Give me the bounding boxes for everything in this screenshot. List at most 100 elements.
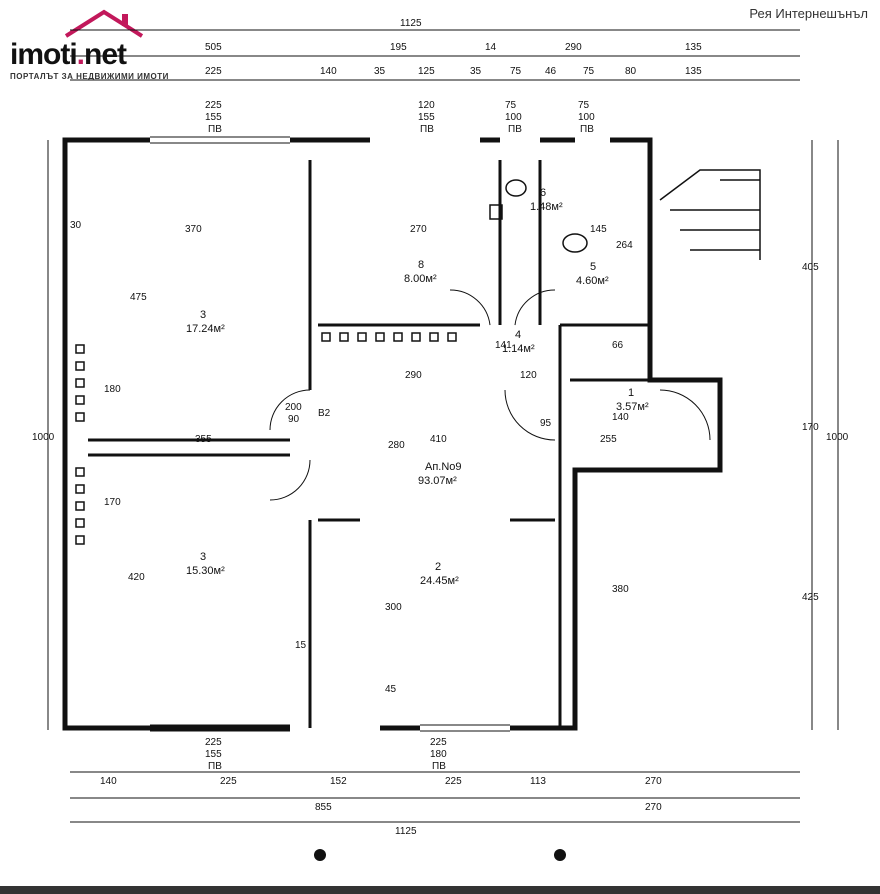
dim-int-2: 475 [130,292,147,303]
dim-bottom-total: 1125 [395,826,417,837]
apartment-label: Ап.No9 93.07м² [418,461,462,487]
dim-int-17: 264 [616,240,633,251]
svg-text:4.60м²: 4.60м² [576,275,609,287]
dim-top-3-2: 35 [374,66,386,77]
dim-top-2-2: 14 [485,42,497,53]
dim-top-3-1: 140 [320,66,337,77]
dim-bottom-1-2: 152 [330,776,347,787]
svg-text:17.24м²: 17.24м² [186,323,225,335]
dim-int-10: 300 [385,602,402,613]
svg-text:93.07м²: 93.07м² [418,475,457,487]
dim-top-3-4: 35 [470,66,482,77]
window-top-0: 225 [205,100,222,111]
room-label-5: 5 4.60м² [576,261,609,287]
room-label-8: 8 8.00м² [404,259,437,285]
dim-top-2-0: 505 [205,42,222,53]
dim-int-0: 370 [185,224,202,235]
dim-top-3-8: 80 [625,66,637,77]
bottom-bar [0,886,880,894]
dim-int-4: 355 [195,434,212,445]
room-label-6: 6 1.48м² [530,187,563,213]
dim-int-7: 290 [405,370,422,381]
svg-text:15.30м²: 15.30м² [186,565,225,577]
dim-int-14: 380 [612,584,629,595]
svg-text:24.45м²: 24.45м² [420,575,459,587]
window-top-4: 155 [418,112,435,123]
svg-text:6: 6 [540,187,546,199]
dim-int-12: 45 [385,684,397,695]
window-bottom-0: 225 [205,737,222,748]
svg-text:8.00м²: 8.00м² [404,273,437,285]
window-bottom-5: ПВ [432,761,446,772]
room-label-2: 2 24.45м² [420,561,459,587]
window-top-3: 120 [418,100,435,111]
door-label-w: 200 [285,402,302,413]
window-top-9: 75 [578,100,590,111]
dim-right-seg-2: 425 [802,592,819,603]
site-tagline: ПОРТАЛЪТ ЗА НЕДВИЖИМИ ИМОТИ [10,72,169,81]
svg-text:3: 3 [200,551,206,563]
svg-text:1.48м²: 1.48м² [530,201,563,213]
dim-bottom-1-3: 225 [445,776,462,787]
svg-text:4: 4 [515,329,521,341]
dim-int-15: 255 [600,434,617,445]
svg-text:8: 8 [418,259,424,271]
dim-int-21: 120 [520,370,537,381]
dim-top-3-6: 46 [545,66,557,77]
svg-text:5: 5 [590,261,596,273]
svg-text:2: 2 [435,561,441,573]
dim-right-total: 1000 [826,432,849,443]
punch-hole-left [314,849,326,861]
dim-bottom-1-4: 113 [530,776,546,787]
window-top-5: ПВ [420,124,434,135]
dim-top-3-5: 75 [510,66,522,77]
window-top-2: ПВ [208,124,222,135]
window-top-6: 75 [505,100,517,111]
punch-hole-right [554,849,566,861]
dim-right-seg-1: 170 [802,422,819,433]
dim-int-20: 141 [495,340,512,351]
dim-bottom-1-0: 140 [100,776,117,787]
room-label-4: 4 1.14м² [502,329,535,355]
window-top-1: 155 [205,112,222,123]
svg-text:Ап.No9: Ап.No9 [425,461,462,473]
dim-right-seg-0: 405 [802,262,819,273]
svg-text:1: 1 [628,387,634,399]
dim-int-19: 66 [612,340,624,351]
house-roof-icon [64,9,144,38]
window-top-8: ПВ [508,124,522,135]
dim-int-5: 420 [128,572,145,583]
agency-watermark: Рея Интернешънъл [749,6,868,21]
window-top-11: ПВ [580,124,594,135]
window-bottom-3: 225 [430,737,447,748]
door-label-h: 90 [288,414,300,425]
dim-bottom-1-1: 225 [220,776,237,787]
dim-int-6: 170 [104,497,121,508]
dim-top-3-3: 125 [418,66,435,77]
dim-int-13: 30 [70,220,82,231]
dim-top-total: 1125 [400,18,422,29]
window-top-7: 100 [505,112,522,123]
window-bottom-4: 180 [430,749,447,760]
door-label-type: В2 [318,408,331,419]
room-label-3b: 3 15.30м² [186,551,225,577]
dim-int-16: 140 [612,412,629,423]
dim-top-3-7: 75 [583,66,595,77]
dim-top-3-9: 135 [685,66,702,77]
site-logo[interactable]: imoti.net ПОРТАЛЪТ ЗА НЕДВИЖИМИ ИМОТИ [8,8,178,88]
dim-bottom-2-0: 855 [315,802,332,813]
svg-text:3: 3 [200,309,206,321]
dim-top-2-1: 195 [390,42,407,53]
dim-int-3: 180 [104,384,121,395]
dim-left-total: 1000 [32,432,55,443]
dim-int-18: 145 [590,224,607,235]
room-label-3a: 3 17.24м² [186,309,225,335]
site-name: imoti.net [10,38,127,71]
dim-int-8: 410 [430,434,447,445]
svg-text:3.57м²: 3.57м² [616,401,649,413]
window-top-10: 100 [578,112,595,123]
